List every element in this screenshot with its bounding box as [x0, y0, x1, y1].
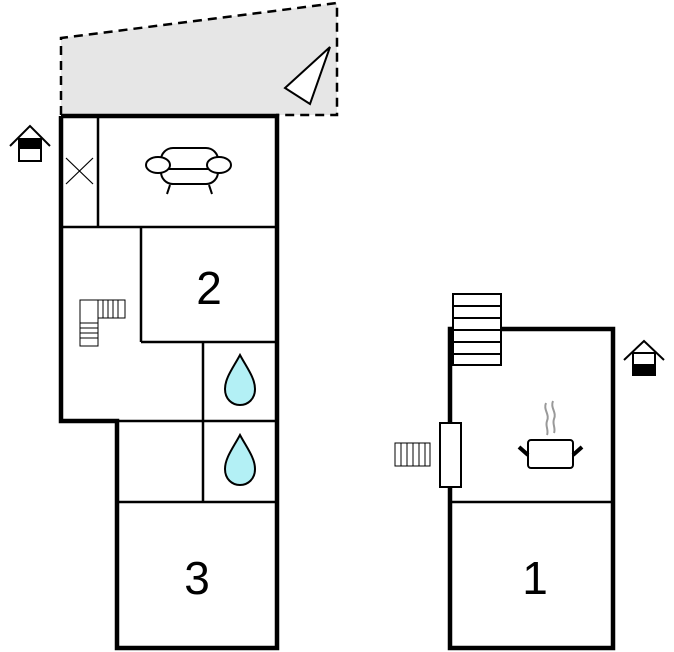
left-building	[58, 113, 280, 651]
stairs-icon	[452, 293, 502, 366]
door-frame	[439, 422, 462, 488]
entrance-icon	[9, 124, 51, 162]
bathroom-drop-icon	[223, 432, 257, 487]
cooking-pot-icon	[517, 400, 584, 469]
bathroom-drop-icon	[223, 352, 257, 407]
terrace	[59, 1, 339, 117]
staircase-icon	[79, 299, 126, 347]
right-building	[447, 326, 616, 651]
radiator-icon	[394, 442, 431, 467]
room-number-2: 2	[196, 262, 222, 314]
room-number-1: 1	[522, 552, 548, 604]
room-number-3: 3	[184, 552, 210, 604]
terrace-triangle-icon	[283, 46, 331, 106]
entrance-icon	[623, 339, 665, 376]
fireplace-x-icon	[65, 157, 94, 185]
sofa-icon	[145, 147, 232, 195]
